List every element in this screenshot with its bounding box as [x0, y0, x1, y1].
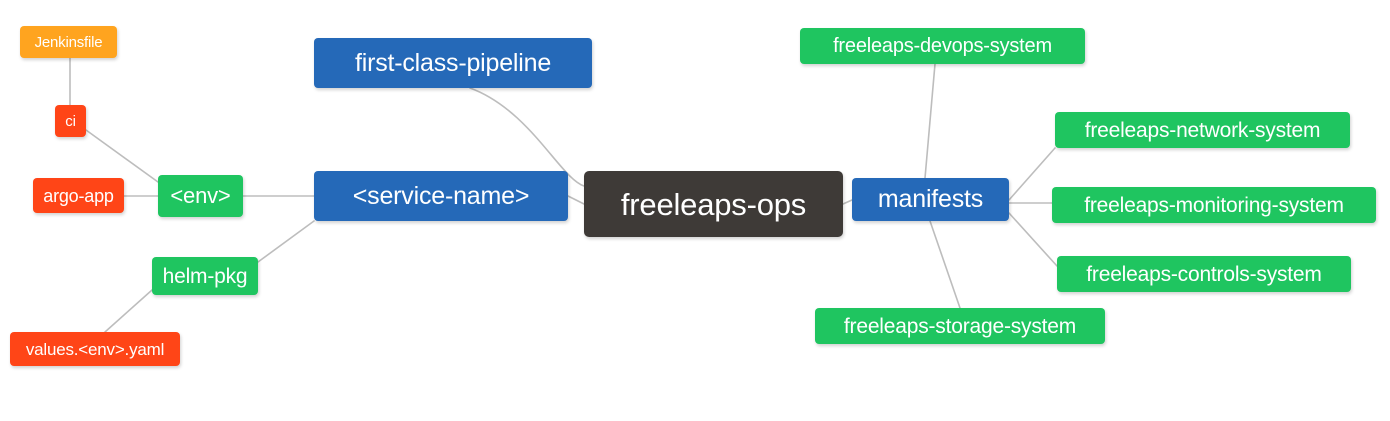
mindmap-node-label: freeleaps-devops-system	[833, 35, 1052, 57]
mindmap-edge	[257, 220, 315, 263]
mindmap-node-argo-app[interactable]: argo-app	[33, 178, 124, 213]
mindmap-node-freeleaps-controls-system[interactable]: freeleaps-controls-system	[1057, 256, 1351, 292]
mindmap-node-label: ci	[65, 112, 76, 130]
mindmap-node-label: freeleaps-storage-system	[843, 314, 1077, 338]
mindmap-node-label: freeleaps-monitoring-system	[1084, 193, 1344, 217]
mindmap-node-values-yaml[interactable]: values.<env>.yaml	[10, 332, 180, 366]
mindmap-edge	[924, 63, 936, 179]
mindmap-node-env[interactable]: <env>	[158, 175, 243, 217]
mindmap-node-jenkinsfile[interactable]: Jenkinsfile	[20, 26, 117, 58]
mindmap-node-freeleaps-devops-system[interactable]: freeleaps-devops-system	[800, 28, 1085, 64]
mindmap-node-label: manifests	[877, 185, 984, 213]
mindmap-node-manifests[interactable]: manifests	[852, 178, 1009, 221]
mindmap-node-label: freeleaps-ops	[620, 186, 807, 222]
mindmap-node-label: argo-app	[43, 185, 114, 206]
mindmap-node-label: <service-name>	[352, 181, 530, 210]
mindmap-node-ci[interactable]: ci	[55, 105, 86, 137]
mindmap-node-label: helm-pkg	[162, 264, 248, 288]
mindmap-edge	[85, 129, 159, 183]
mindmap-node-label: <env>	[170, 183, 231, 208]
mindmap-edge	[1008, 147, 1056, 201]
mindmap-node-label: values.<env>.yaml	[25, 339, 165, 359]
mindmap-edge	[567, 195, 585, 205]
mindmap-node-freeleaps-network-system[interactable]: freeleaps-network-system	[1055, 112, 1350, 148]
mindmap-node-freeleaps-storage-system[interactable]: freeleaps-storage-system	[815, 308, 1105, 344]
mindmap-edge	[1008, 212, 1058, 267]
mindmap-node-service-name[interactable]: <service-name>	[314, 171, 568, 221]
mindmap-node-label: freeleaps-network-system	[1084, 118, 1321, 142]
mindmap-edge	[842, 199, 853, 205]
mindmap-node-label: freeleaps-controls-system	[1086, 262, 1322, 286]
mindmap-node-first-class-pipeline[interactable]: first-class-pipeline	[314, 38, 592, 88]
mindmap-node-helm-pkg[interactable]: helm-pkg	[152, 257, 258, 295]
mindmap-node-label: Jenkinsfile	[34, 33, 103, 51]
mindmap-node-root[interactable]: freeleaps-ops	[584, 171, 843, 237]
mindmap-edge	[104, 289, 153, 333]
mindmap-node-label: first-class-pipeline	[354, 48, 552, 77]
mindmap-edge	[929, 220, 961, 309]
mindmap-node-freeleaps-monitoring-system[interactable]: freeleaps-monitoring-system	[1052, 187, 1376, 223]
